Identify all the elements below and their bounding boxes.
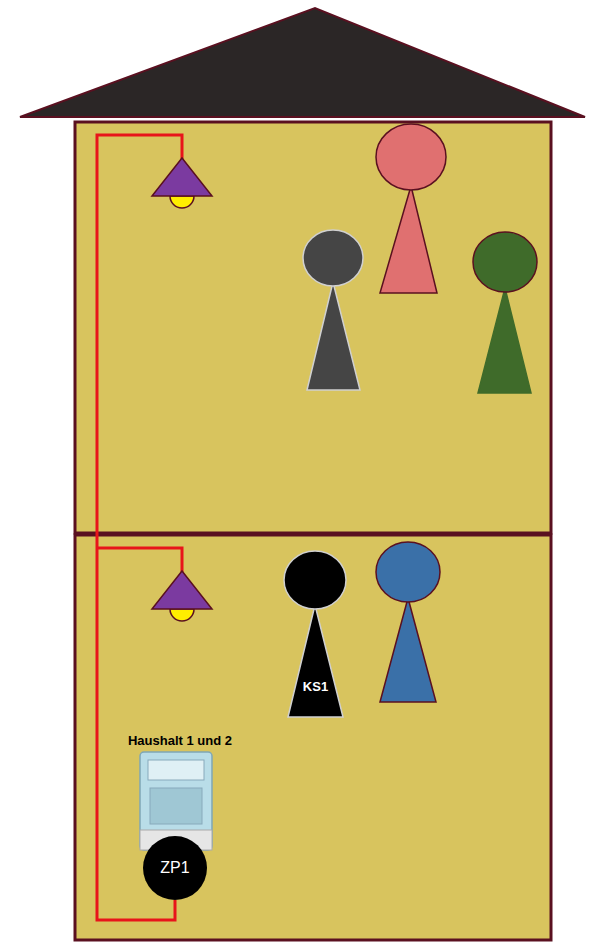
upper-floor [75, 122, 551, 533]
person-figure [478, 288, 531, 393]
lamp-shade [152, 158, 212, 196]
person-node: KS1 [288, 668, 343, 704]
person-figure [288, 605, 343, 717]
lamp-bulb [170, 196, 194, 208]
meter-panel [150, 788, 202, 824]
person-head [303, 230, 363, 286]
person-head [284, 551, 346, 609]
meter-point-circle: ZP1 [143, 836, 207, 900]
person-head [376, 542, 440, 602]
lamp-bulb [170, 609, 194, 621]
node-text: ZP1 [160, 859, 189, 877]
meter-label: Haushalt 1 und 2 [125, 734, 235, 748]
person-head [473, 232, 537, 292]
lower-floor [75, 535, 551, 940]
person-figure [380, 598, 436, 702]
person-figure [307, 282, 360, 390]
person-head [376, 124, 446, 190]
node-text: KS1 [303, 679, 328, 694]
person-figure [380, 186, 437, 293]
power-wire-branch [97, 548, 182, 572]
roof [20, 8, 585, 117]
meter-display [148, 760, 204, 780]
lamp-shade [152, 571, 212, 609]
